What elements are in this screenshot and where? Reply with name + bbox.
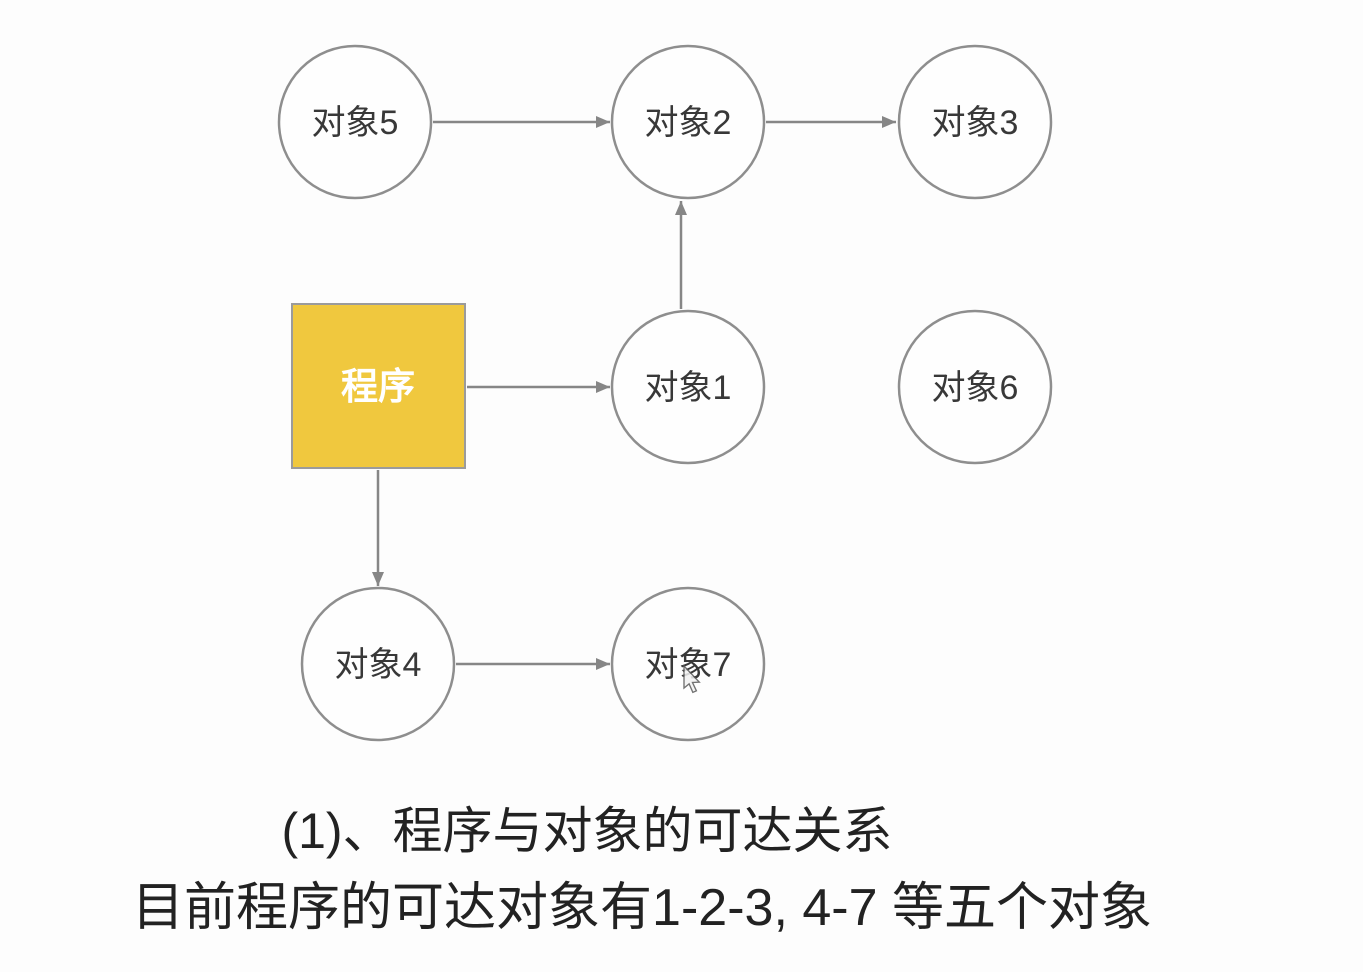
node-obj4-circle bbox=[300, 586, 456, 742]
node-obj1-label: 对象1 bbox=[645, 369, 732, 407]
program-box bbox=[291, 303, 466, 469]
program-label: 程序 bbox=[341, 366, 415, 407]
node-obj3-label: 对象3 bbox=[932, 104, 1019, 142]
node-obj2: 对象2 bbox=[610, 44, 766, 200]
node-obj1-circle bbox=[610, 309, 766, 465]
node-obj5-circle bbox=[277, 44, 433, 200]
node-obj2-label: 对象2 bbox=[645, 104, 732, 142]
node-obj6: 对象6 bbox=[897, 309, 1053, 465]
node-obj2-circle bbox=[610, 44, 766, 200]
node-obj3-circle bbox=[897, 44, 1053, 200]
caption-line2: 目前程序的可达对象有1-2-3, 4-7 等五个对象 bbox=[132, 879, 1152, 937]
node-obj3: 对象3 bbox=[897, 44, 1053, 200]
mouse-cursor-icon bbox=[683, 664, 701, 694]
caption-line1: (1)、程序与对象的可达关系 bbox=[281, 803, 892, 859]
node-obj1: 对象1 bbox=[610, 309, 766, 465]
node-obj6-label: 对象6 bbox=[932, 369, 1019, 407]
node-obj7: 对象7 bbox=[610, 586, 766, 742]
node-obj4-label: 对象4 bbox=[335, 646, 422, 684]
node-obj5: 对象5 bbox=[277, 44, 433, 200]
node-obj6-circle bbox=[897, 309, 1053, 465]
node-obj7-circle bbox=[610, 586, 766, 742]
node-obj5-label: 对象5 bbox=[312, 104, 399, 142]
node-obj4: 对象4 bbox=[300, 586, 456, 742]
node-program: 程序 bbox=[291, 303, 466, 469]
